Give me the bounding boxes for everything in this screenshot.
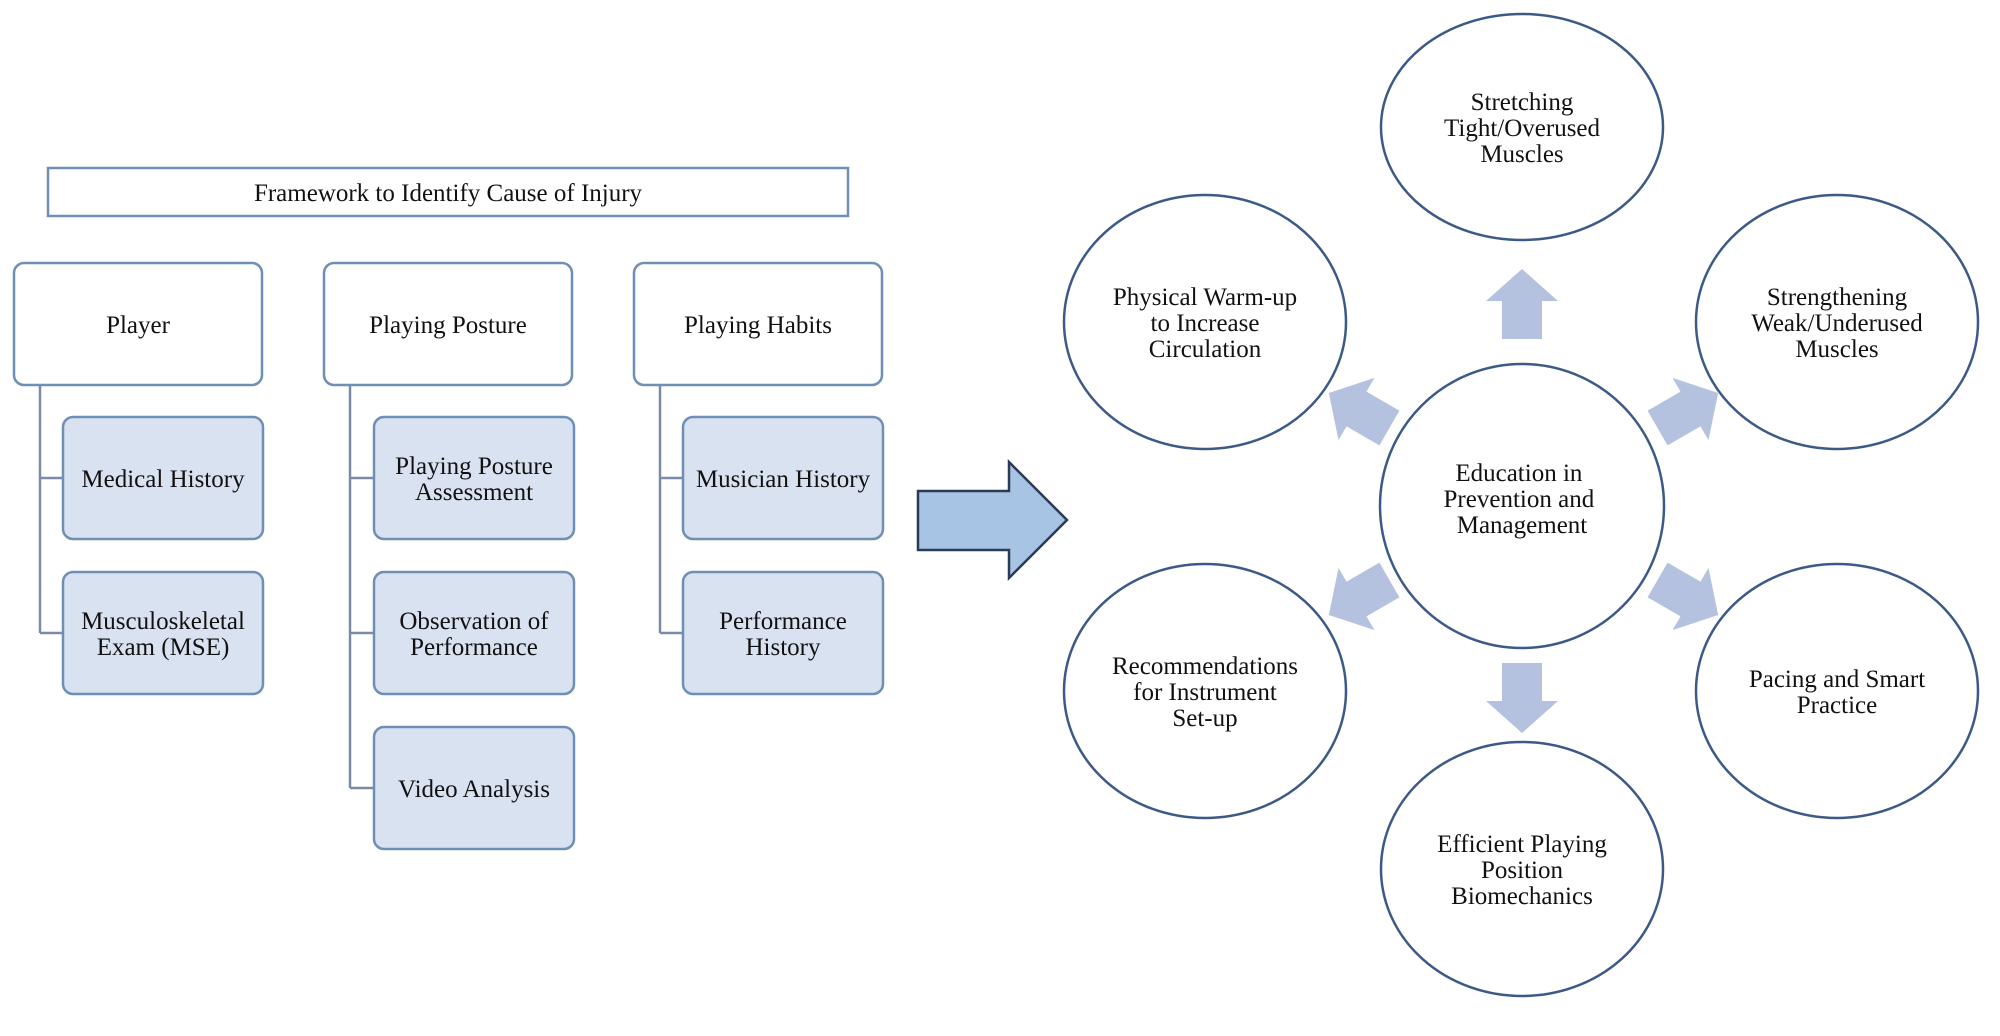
column-header-box xyxy=(12,261,264,387)
framework-item-line: Observation of xyxy=(399,608,549,635)
node-label-line: Recommendations xyxy=(1112,653,1298,680)
node-circle xyxy=(1694,562,1980,820)
node-label-line: Efficient Playing xyxy=(1437,831,1607,858)
framework-item-line: Exam (MSE) xyxy=(97,634,230,661)
column-header-label: Playing Posture xyxy=(369,312,527,339)
node-label-line: Physical Warm-up xyxy=(1113,284,1297,311)
center-circle xyxy=(1378,362,1666,650)
center-label: Education in Prevention and Management xyxy=(1444,460,1601,539)
center-label-line: Prevention and xyxy=(1444,486,1595,513)
node-circle xyxy=(1694,193,1980,451)
framework-item-box xyxy=(372,415,576,541)
center-label-line: Management xyxy=(1457,512,1588,539)
framework-item-line: Playing Posture xyxy=(395,453,553,480)
framework-item-box xyxy=(61,570,265,696)
node-label-line: Tight/Overused xyxy=(1444,115,1601,142)
node-circle xyxy=(1062,193,1348,451)
node-circle xyxy=(1379,740,1665,998)
node-label-line: Muscles xyxy=(1480,141,1563,168)
node-label-line: Practice xyxy=(1797,692,1878,719)
cycle-arrow xyxy=(1328,377,1400,446)
column-header-box xyxy=(322,261,574,387)
framework-item-line: Musculoskeletal xyxy=(81,608,245,635)
cycle-center: Education in Prevention and Management xyxy=(1378,362,1666,650)
framework-item-label: Musician History xyxy=(696,466,871,493)
cycle-arrow xyxy=(1328,562,1400,631)
node-label-line: Strengthening xyxy=(1767,284,1908,311)
node-label-line: Muscles xyxy=(1795,336,1878,363)
framework-item-box xyxy=(681,415,885,541)
framework-item-line: Video Analysis xyxy=(398,776,550,803)
cycle-arrow xyxy=(1486,269,1558,339)
cycle-arrows xyxy=(1328,269,1719,733)
cycle-arrow xyxy=(1486,663,1558,733)
framework-item-label: Medical History xyxy=(81,466,245,493)
node-circle xyxy=(1379,12,1665,242)
framework-item-line: Assessment xyxy=(415,479,533,506)
big-right-arrow xyxy=(916,458,1069,582)
node-label-line: Position xyxy=(1481,857,1563,884)
node-circle xyxy=(1062,562,1348,820)
cycle-arrow xyxy=(1647,377,1719,446)
framework-panel: Framework to Identify Cause of Injury Pl… xyxy=(12,166,885,851)
framework-item-line: Performance xyxy=(410,634,538,661)
node-label-line: Set-up xyxy=(1172,705,1237,732)
node-label-line: Circulation xyxy=(1149,336,1262,363)
column-header-label: Player xyxy=(106,312,171,339)
framework-title-box xyxy=(46,166,850,218)
node-label-line: to Increase xyxy=(1151,310,1260,337)
framework-item-box xyxy=(61,415,265,541)
framework-item-box xyxy=(372,570,576,696)
cycle-arrow xyxy=(1647,562,1719,631)
column-header-label: Playing Habits xyxy=(684,312,832,339)
framework-item-box xyxy=(372,725,576,851)
node-label-line: Stretching xyxy=(1471,89,1574,116)
node-label-line: Weak/Underused xyxy=(1751,310,1923,337)
framework-item-label: Video Analysis xyxy=(398,776,550,803)
framework-title: Framework to Identify Cause of Injury xyxy=(254,180,643,207)
center-label-line: Education in xyxy=(1455,460,1583,487)
node-label-line: Pacing and Smart xyxy=(1749,666,1925,693)
node-label-line: Biomechanics xyxy=(1451,883,1593,910)
framework-item-line: Medical History xyxy=(81,466,245,493)
framework-item-line: Musician History xyxy=(696,466,871,493)
framework-item-line: Performance xyxy=(719,608,847,635)
node-label-line: for Instrument xyxy=(1133,679,1277,706)
framework-item-line: History xyxy=(746,634,822,661)
column-header-box xyxy=(632,261,884,387)
framework-item-box xyxy=(681,570,885,696)
